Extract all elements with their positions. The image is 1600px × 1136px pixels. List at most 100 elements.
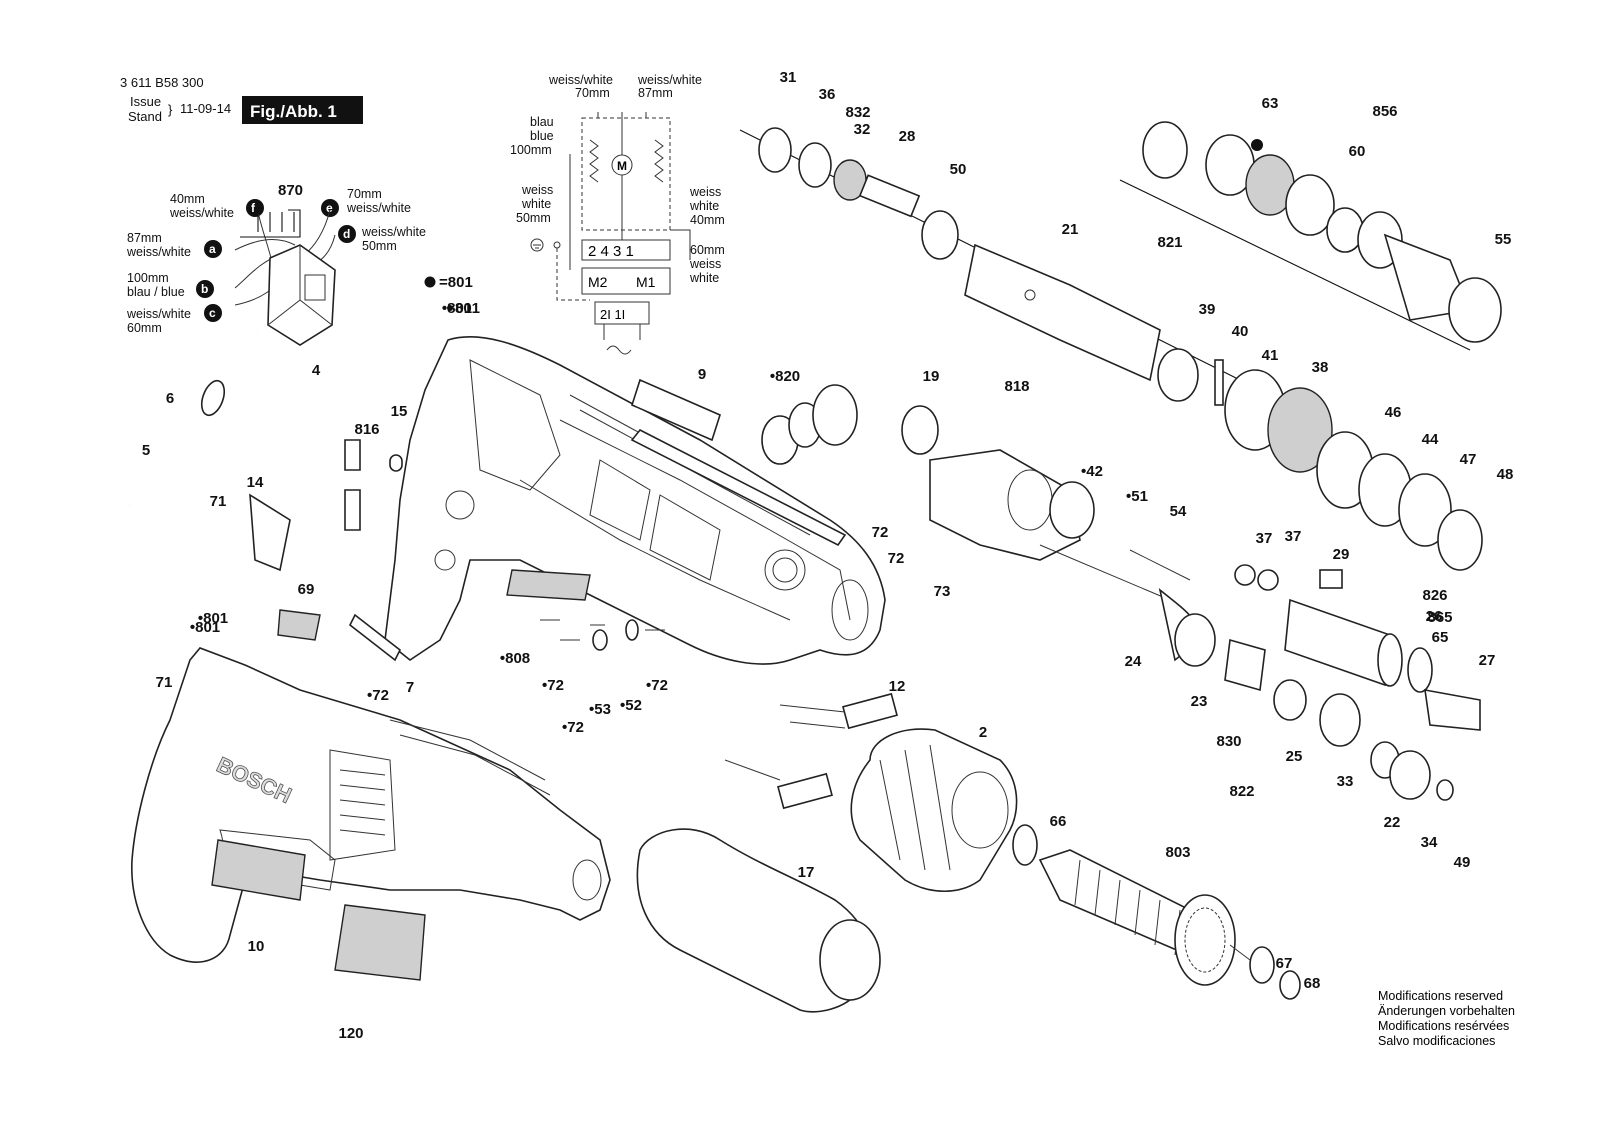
wire-marker-letter-e: e [326, 201, 333, 215]
header-block: 3 611 B58 300 Issue Stand } 11-09-14 Fig… [120, 75, 363, 124]
stand-label: Stand [128, 109, 162, 124]
part-number-callout: •801 [198, 610, 228, 627]
label-b3: 100mm [510, 143, 552, 157]
wire-marker-letter-d: d [343, 227, 350, 241]
part-number-callout: 27 [1479, 652, 1496, 669]
wire-marker-a [204, 240, 222, 258]
wl-w3: 100mm [127, 271, 169, 285]
wire-marker-c [204, 304, 222, 322]
part-number-callout: 49 [1454, 854, 1471, 871]
part-number-callout: 4 [312, 362, 321, 379]
part-number-callout: •53 [589, 701, 611, 718]
part-number-callout: 31 [780, 69, 797, 86]
part-number-callout: 38 [1312, 359, 1329, 376]
label-m2: M2 [588, 274, 608, 290]
part-number-callout: 71 [156, 674, 173, 691]
part-number-callout: •808 [500, 650, 530, 667]
part-number-callout: •72 [562, 719, 584, 736]
part-number-callout: 12 [889, 678, 906, 695]
part-number-callout: 72 [872, 524, 889, 541]
part-number-callout: 55 [1495, 231, 1512, 248]
part-number-callout: •51 [1126, 488, 1148, 505]
part-number-callout: •820 [770, 368, 800, 385]
part-number-callout: 6 [166, 390, 174, 407]
part-number-callout: 25 [1286, 748, 1303, 765]
mod-line-4: Salvo modificaciones [1378, 1034, 1495, 1048]
part-number-callout: •801 [442, 300, 472, 317]
part-number-callout: 41 [1262, 347, 1279, 364]
part-number-callout: 24 [1125, 653, 1142, 670]
label-l3: 50mm [516, 211, 551, 225]
part-number-callout: 822 [1229, 783, 1254, 800]
part-number-callout: 67 [1276, 955, 1293, 972]
mod-line-2: Änderungen vorbehalten [1378, 1004, 1515, 1018]
wire-marker-d [338, 225, 356, 243]
part-number-callout: 48 [1497, 466, 1514, 483]
mod-line-3: Modifications resérvées [1378, 1019, 1509, 1033]
part-number-callout: 7 [406, 679, 414, 696]
wire-marker-letter-f: f [251, 201, 256, 215]
label-t2: weiss/white [637, 73, 702, 87]
part-number-callout: 69 [298, 581, 315, 598]
part-number-callout: •72 [646, 677, 668, 694]
label-r5: weiss [689, 257, 721, 271]
part-number-callout: 10 [248, 938, 265, 955]
part-number-callout: 9 [698, 366, 706, 383]
armature-803 [1012, 824, 1301, 1000]
label-r6: white [689, 271, 719, 285]
label-l2: white [521, 197, 551, 211]
part-number-callout: 22 [1384, 814, 1401, 831]
part-number-callout: 29 [1333, 546, 1350, 563]
part-number-callout: 821 [1157, 234, 1182, 251]
wire-marker-e [321, 199, 339, 217]
part-number-callout: 803 [1165, 844, 1190, 861]
part-number-callout: 818 [1004, 378, 1029, 395]
part-number-callout: 65 [1432, 629, 1449, 646]
part-number-callout: 50 [950, 161, 967, 178]
front-housing: BOSCH [131, 647, 611, 981]
label-m1: M1 [636, 274, 656, 290]
mod-line-1: Modifications reserved [1378, 989, 1503, 1003]
brace: } [168, 102, 173, 117]
label-bottom-terms: 2I 1I [600, 307, 625, 322]
part-number-callout: 71 [210, 493, 227, 510]
part-number-callout: 63 [1262, 95, 1279, 112]
part-number-callout: •801 [190, 619, 220, 636]
wiring-schematic-top: weiss/white 70mm weiss/white 87mm blau b… [510, 73, 725, 355]
part-number-callout: 15 [391, 403, 408, 420]
part-number-callout: 68 [1304, 975, 1321, 992]
label-b1: blau [530, 115, 554, 129]
figure-label: Fig./Abb. 1 [250, 102, 337, 121]
wire-marker-letter-c: c [209, 306, 216, 320]
label-r2: white [689, 199, 719, 213]
part-number-callout: 40 [1232, 323, 1249, 340]
part-number-callout: 66 [1050, 813, 1067, 830]
part-number-callout: 2 [979, 724, 987, 741]
part-number-callout: 47 [1460, 451, 1477, 468]
figure-label-box [242, 96, 363, 124]
label-t1b: 70mm [575, 86, 610, 100]
part-number-callout: 73 [934, 583, 951, 600]
wl-w5: 70mm [347, 187, 382, 201]
wire-marker-f [246, 199, 264, 217]
label-t2b: 87mm [638, 86, 673, 100]
gearbox-housing-818 [901, 405, 1201, 662]
motor-symbol: M [617, 159, 627, 173]
wl-w1b: weiss/white [169, 206, 234, 220]
label-b2: blue [530, 129, 554, 143]
part-number-callout: 832 [845, 104, 870, 121]
part-number-callout: 830 [1216, 733, 1241, 750]
part-number-callout: 37 [1256, 530, 1273, 547]
part-number-callout: 72 [888, 550, 905, 567]
sleeve-assembly-856 [1119, 121, 1502, 351]
issue-label: Issue [130, 94, 161, 109]
part-number-callout: 865 [1427, 609, 1452, 626]
label-l1: weiss [521, 183, 553, 197]
legend-801-b: 801 [455, 300, 480, 317]
part-number-callout: 26 [1426, 608, 1443, 625]
issue-date: 11-09-14 [180, 101, 231, 116]
label-r1: weiss [689, 185, 721, 199]
housing-half [384, 336, 886, 665]
